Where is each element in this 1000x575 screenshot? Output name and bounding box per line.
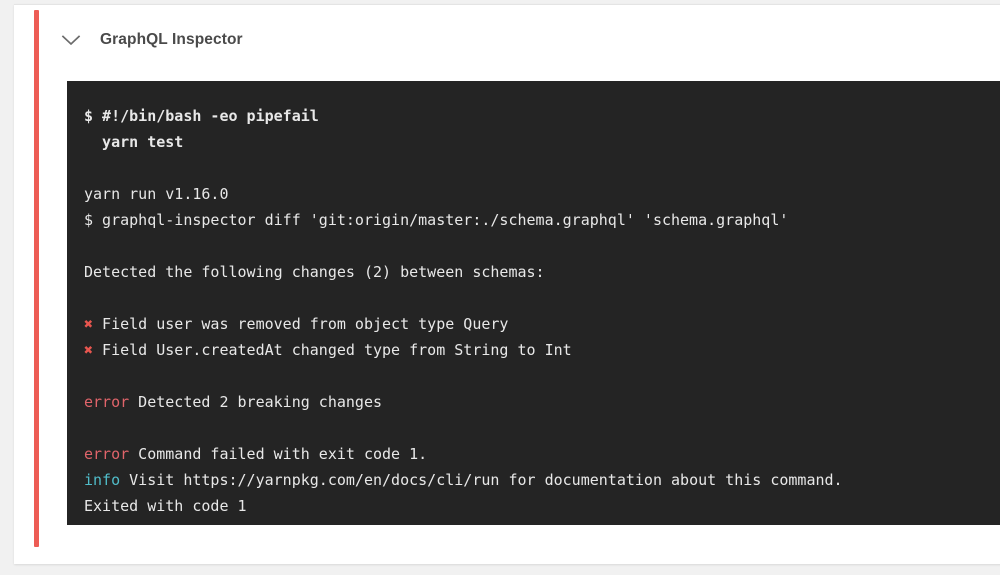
- chevron-down-icon[interactable]: [58, 27, 84, 53]
- build-step-card: GraphQL Inspector $ #!/bin/bash -eo pipe…: [14, 4, 1000, 564]
- terminal-line: info Visit https://yarnpkg.com/en/docs/c…: [84, 471, 843, 489]
- terminal-line: ✖ Field User.createdAt changed type from…: [84, 341, 572, 359]
- terminal-line: $ #!/bin/bash -eo pipefail: [84, 107, 319, 125]
- terminal-line: Exited with code 1: [84, 497, 247, 515]
- error-cross-icon: ✖: [84, 341, 94, 359]
- terminal-line: yarn test: [84, 133, 184, 151]
- error-cross-icon: ✖: [84, 315, 94, 333]
- terminal-line: error Command failed with exit code 1.: [84, 445, 428, 463]
- terminal-line: yarn run v1.16.0: [84, 185, 229, 203]
- terminal-line: [84, 415, 1000, 441]
- terminal-output[interactable]: $ #!/bin/bash -eo pipefail yarn test yar…: [67, 81, 1000, 525]
- terminal-line: [84, 285, 1000, 311]
- log-level-error: error: [84, 445, 130, 463]
- terminal-line: [84, 233, 1000, 259]
- terminal-line: [84, 155, 1000, 181]
- log-level-error: error: [84, 393, 130, 411]
- terminal-line: $ graphql-inspector diff 'git:origin/mas…: [84, 211, 789, 229]
- terminal-line: Detected the following changes (2) betwe…: [84, 263, 545, 281]
- terminal-line: [84, 363, 1000, 389]
- log-level-info: info: [84, 471, 121, 489]
- terminal-lines: $ #!/bin/bash -eo pipefail yarn test yar…: [84, 103, 1000, 519]
- step-title: GraphQL Inspector: [100, 31, 243, 48]
- terminal-line: ✖ Field user was removed from object typ…: [84, 315, 509, 333]
- step-status-stripe: [34, 10, 39, 547]
- step-header-toggle[interactable]: GraphQL Inspector: [58, 23, 243, 57]
- terminal-line: error Detected 2 breaking changes: [84, 393, 383, 411]
